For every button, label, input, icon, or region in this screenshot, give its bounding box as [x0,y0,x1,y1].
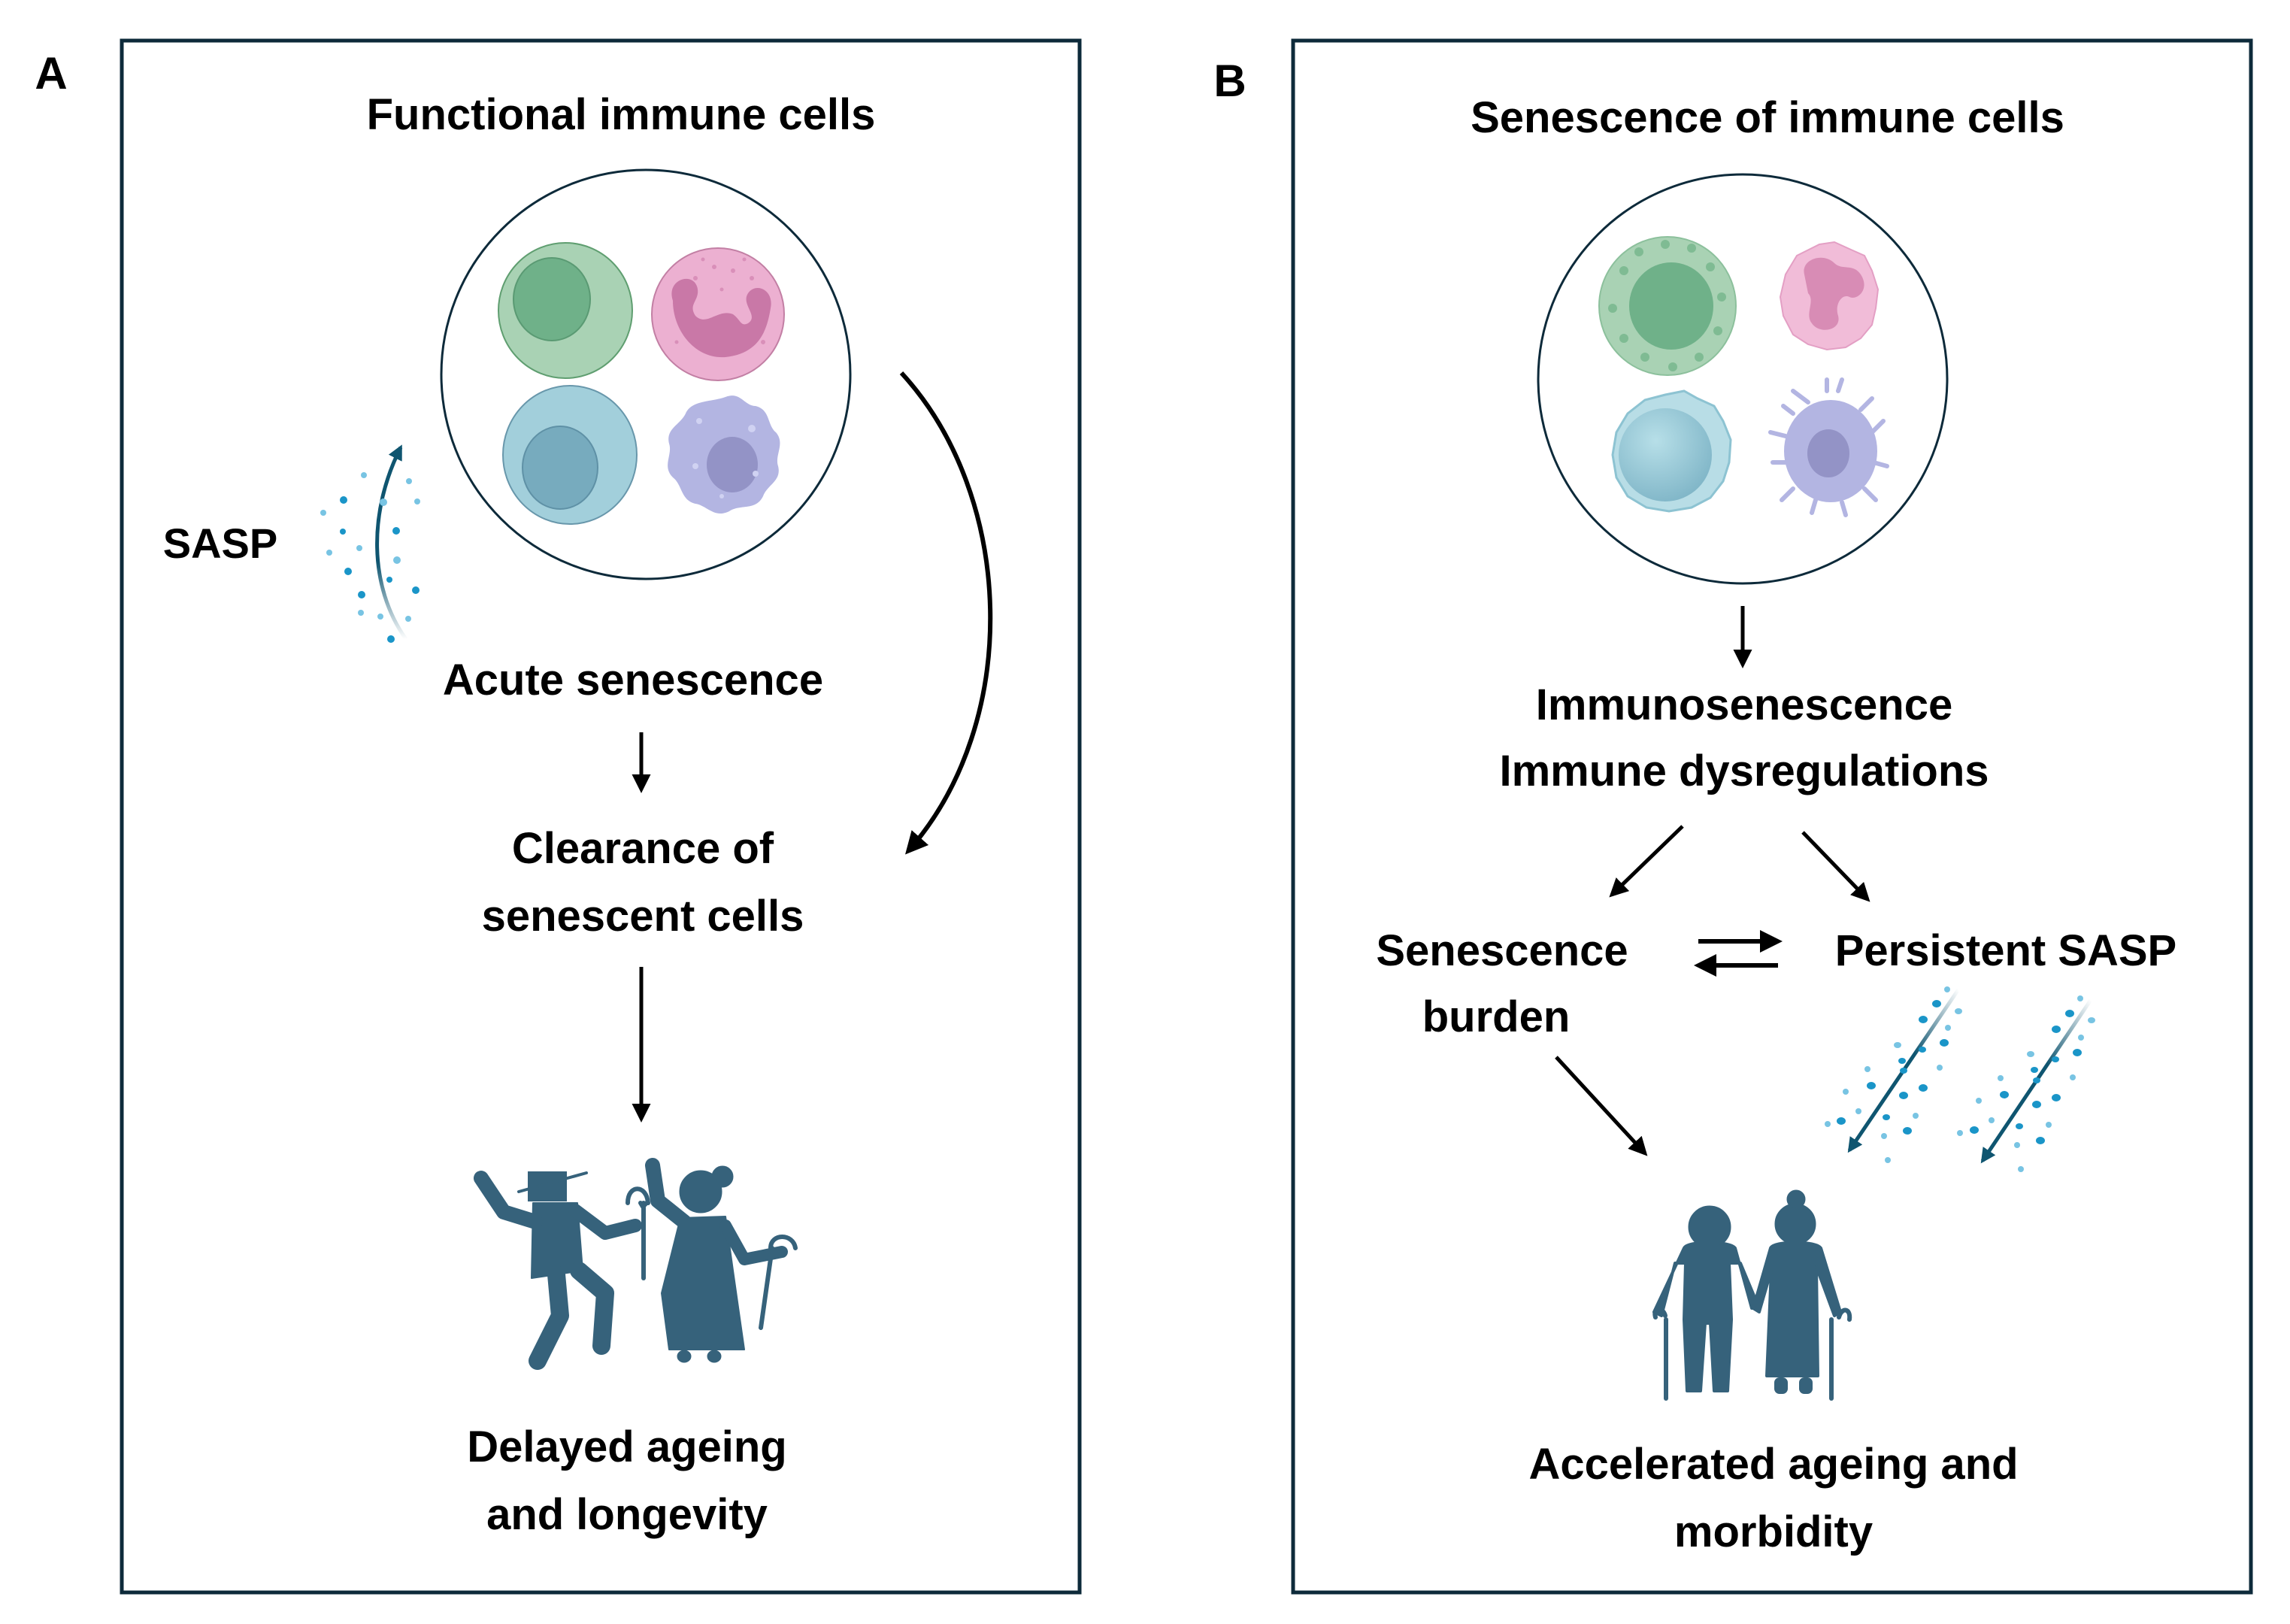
sasp-label: SASP [163,520,278,567]
neutrophil-icon [651,247,785,381]
outcome-a-line2: and longevity [486,1490,768,1539]
immune-dysregulations-label: Immune dysregulations [1499,747,1989,795]
clearance-label-line2: senescent cells [482,892,804,941]
arrow-burden-to-outcome [1555,1056,1648,1156]
panel-b-label: B [1213,56,1246,106]
functional-cells-group [440,168,852,580]
sasp-spray-left-icon [1825,986,1962,1163]
panel-b: B Senescence of immune cells [1213,38,2253,1595]
acute-senescence-label: Acute senescence [443,656,823,704]
sasp-spray-right-icon [1957,995,2095,1172]
panel-a: A Functional immune cells [35,38,1082,1595]
dendritic-cell-icon [668,395,780,514]
arrow-to-senescence-burden [1609,825,1684,898]
senescent-monocyte-icon [1611,389,1732,513]
clearance-label-line1: Clearance of [512,824,774,873]
lymphocyte-icon [498,242,633,379]
panel-b-frame [1291,38,2253,1595]
sasp-arrow [375,444,408,641]
cell-group-circle [440,168,852,580]
outcome-a-line1: Delayed ageing [467,1423,786,1471]
cell-group-circle [1537,173,1949,585]
senescent-neutrophil-icon [1779,241,1880,351]
outcome-b-line2: morbidity [1674,1507,1873,1556]
senescent-dendritic-cell-icon [1768,377,1889,517]
arrow-to-persistent-sasp [1801,831,1870,902]
senescent-lymphocyte-icon [1598,236,1737,376]
panel-a-frame [120,38,1082,1595]
panel-a-label: A [35,48,67,98]
outcome-b-line1: Accelerated ageing and [1528,1440,2018,1489]
senescence-burden-line1: Senescence [1376,926,1628,975]
panel-b-title: Senescence of immune cells [1471,93,2064,142]
equilibrium-arrows-icon [1694,930,1783,977]
monocyte-icon [502,385,638,525]
curved-arrow-cells-to-clearance [899,371,993,855]
senescence-burden-line2: burden [1422,992,1571,1041]
dancing-elderly-couple-icon [474,1158,798,1370]
immunosenescence-label: Immunosenescence [1536,680,1952,729]
panel-a-title: Functional immune cells [367,90,876,139]
elderly-couple-with-canes-icon [1652,1189,1852,1401]
senescent-cells-group [1537,173,1949,585]
sasp-particles-icon [320,444,420,643]
persistent-sasp-label: Persistent SASP [1835,926,2177,975]
